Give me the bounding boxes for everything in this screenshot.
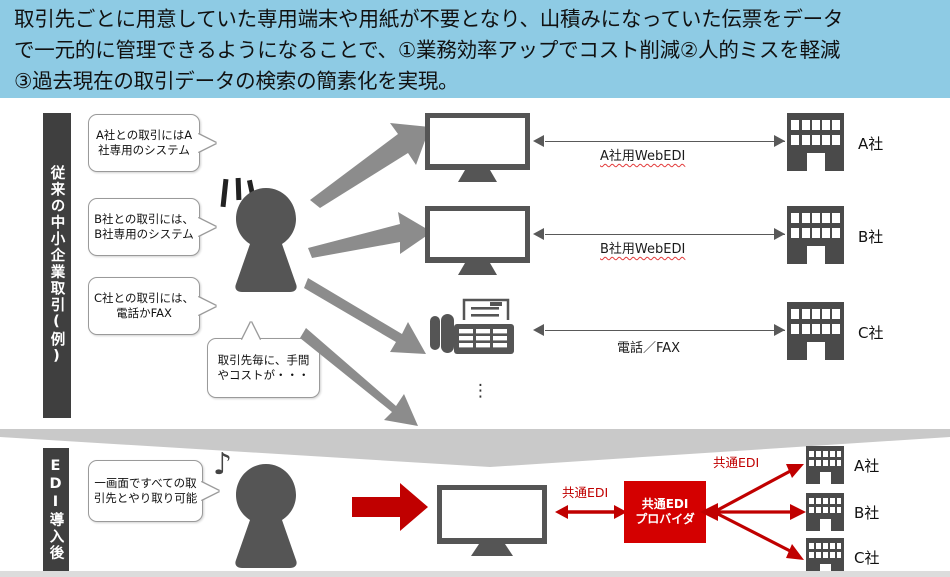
building-icon-company-a: [787, 113, 844, 171]
connector-arrow-right-a: [774, 135, 785, 147]
monitor-icon-unified: [437, 485, 547, 556]
workflow-arrow-to-monitor-a: [310, 123, 430, 208]
person-silhouette-icon: [235, 188, 297, 292]
connector-label-c: 電話／FAX: [617, 341, 681, 356]
connector-arrow-left-b: [533, 228, 544, 240]
building-icon-company-a-after: [806, 446, 844, 484]
connector-label-b: B社用WebEDI: [600, 242, 686, 257]
more-channels-ellipsis: ⋮: [472, 381, 489, 401]
header-line-3: ③過去現在の取引データの検索の簡素化を実現。: [14, 69, 459, 93]
speech-bubble-single-screen: 一画面ですべての取引先とやり取り可能: [88, 460, 219, 522]
company-label-a: A社: [858, 135, 884, 153]
speech-bubble-single-screen-text: 一画面ですべての取引先とやり取り可能: [93, 476, 198, 505]
bubble-tail-icon: [242, 322, 260, 340]
speech-bubble-company-a: A社との取引にはA社専用のシステム: [88, 114, 216, 172]
workflow-arrow-to-more: [300, 328, 418, 426]
section-tab-after-edi: EDI導入後: [43, 448, 69, 571]
company-label-b: B社: [858, 228, 884, 246]
edi-provider-line-1: 共通EDI: [641, 497, 689, 511]
bubble-tail-icon: [198, 297, 216, 315]
fanout-arrows-red: [700, 464, 806, 560]
section-divider-arrow: [0, 429, 950, 467]
connector-line-c: [545, 330, 785, 331]
bubble-tail-icon: [198, 218, 216, 236]
speech-bubble-company-b-text: B社との取引には、B社専用のシステム: [94, 212, 194, 241]
connector-arrow-right-c: [774, 324, 785, 336]
monitor-icon-company-a: [425, 113, 530, 182]
connector-line-b: [545, 234, 785, 235]
company-label-a-after: A社: [854, 457, 880, 475]
music-note-icon: ♪: [213, 447, 233, 482]
bubble-tail-icon: [198, 134, 216, 152]
bubble-tail-icon: [201, 482, 219, 500]
section-tab-legacy: 従来の中小企業取引(例): [43, 113, 71, 418]
building-icon-company-c-after: [806, 538, 844, 576]
header-banner: 取引先ごとに用意していた専用端末や用紙が不要となり、山積みになっていた伝票をデー…: [0, 0, 950, 98]
workflow-arrow-to-monitor-b: [308, 212, 432, 258]
link-label-companies: 共通EDI: [713, 455, 760, 470]
company-label-b-after: B社: [854, 504, 880, 522]
footer-bar: [0, 571, 950, 577]
building-icon-company-c: [787, 302, 844, 360]
building-icon-company-b: [787, 206, 844, 264]
speech-bubble-cost-burden: 取引先毎に、手間やコストが・・・: [207, 322, 320, 398]
company-label-c-after: C社: [854, 549, 880, 567]
company-label-c: C社: [858, 324, 884, 342]
link-arrow-provider: [555, 505, 627, 519]
edi-provider-box: 共通EDI プロバイダ: [624, 481, 706, 543]
header-underline: [0, 98, 950, 101]
connector-arrow-right-b: [774, 228, 785, 240]
speech-bubble-cost-burden-text: 取引先毎に、手間やコストが・・・: [217, 353, 310, 382]
edi-provider-line-2: プロバイダ: [635, 512, 695, 526]
speech-bubble-company-c: C社との取引には、電話かFAX: [88, 277, 216, 335]
link-label-provider: 共通EDI: [562, 485, 609, 500]
connector-line-a: [545, 141, 785, 142]
monitor-icon-company-b: [425, 206, 530, 275]
building-icon-company-b-after: [806, 493, 844, 531]
header-line-1: 取引先ごとに用意していた専用端末や用紙が不要となり、山積みになっていた伝票をデー…: [14, 7, 844, 31]
speech-bubble-company-c-text: C社との取引には、電話かFAX: [94, 291, 194, 320]
person-silhouette-icon-after: [235, 464, 297, 568]
speech-bubble-company-b: B社との取引には、B社専用のシステム: [88, 198, 216, 256]
connector-arrow-left-a: [533, 135, 544, 147]
header-line-2: で一元的に管理できるようになることで、①業務効率アップでコスト削減②人的ミスを軽…: [14, 38, 841, 62]
connector-label-a: A社用WebEDI: [600, 149, 686, 164]
connector-arrow-left-c: [533, 324, 544, 336]
speech-bubble-company-a-text: A社との取引にはA社専用のシステム: [95, 128, 193, 157]
workflow-arrow-to-fax: [304, 278, 426, 354]
fax-machine-icon-company-c: [430, 298, 514, 354]
transition-arrow-red: [352, 483, 428, 531]
